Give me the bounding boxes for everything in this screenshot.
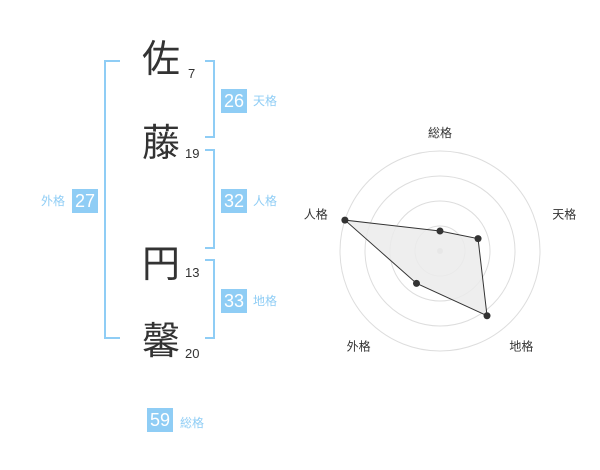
radar-axis-label: 地格: [509, 338, 533, 353]
name-char-1: 佐: [142, 37, 181, 81]
soukaku-label: 総格: [180, 416, 205, 430]
radar-grid-ring: [339, 150, 541, 352]
gaikaku-value: 27: [72, 189, 98, 213]
jinkaku-bracket: [205, 149, 215, 249]
radar-point-4: [412, 279, 420, 287]
jinkaku-label: 人格: [253, 194, 278, 208]
stroke-count-2: 19: [185, 146, 200, 161]
radar-point-3: [483, 312, 491, 320]
radar-axis-label: 天格: [552, 207, 576, 222]
tenkaku-label: 天格: [253, 94, 278, 108]
soukaku-value: 59: [147, 408, 173, 432]
chikaku-value: 33: [221, 289, 247, 313]
radar-axis-label: 総格: [428, 125, 452, 140]
gaikaku-bracket: [104, 60, 120, 339]
stroke-count-3: 13: [185, 265, 200, 280]
tenkaku-bracket: [205, 60, 215, 138]
radar-axis-label: 外格: [347, 338, 371, 353]
chikaku-bracket: [205, 259, 215, 339]
radar-data-area: [343, 219, 488, 317]
jinkaku-value: 32: [221, 189, 247, 213]
radar-grid-ring: [364, 175, 516, 327]
name-char-3: 円: [142, 242, 181, 286]
chikaku-label: 地格: [253, 294, 278, 308]
radar-point-2: [474, 235, 482, 243]
name-char-2: 藤: [142, 121, 181, 165]
stroke-count-1: 7: [188, 66, 196, 81]
tenkaku-value: 26: [221, 89, 247, 113]
stroke-count-4: 20: [185, 346, 200, 361]
radar-point-1: [436, 227, 444, 235]
radar-axis-label: 人格: [304, 207, 328, 222]
gaikaku-label: 外格: [41, 194, 66, 208]
radar-point-5: [341, 216, 349, 224]
name-char-4: 馨: [142, 319, 181, 363]
